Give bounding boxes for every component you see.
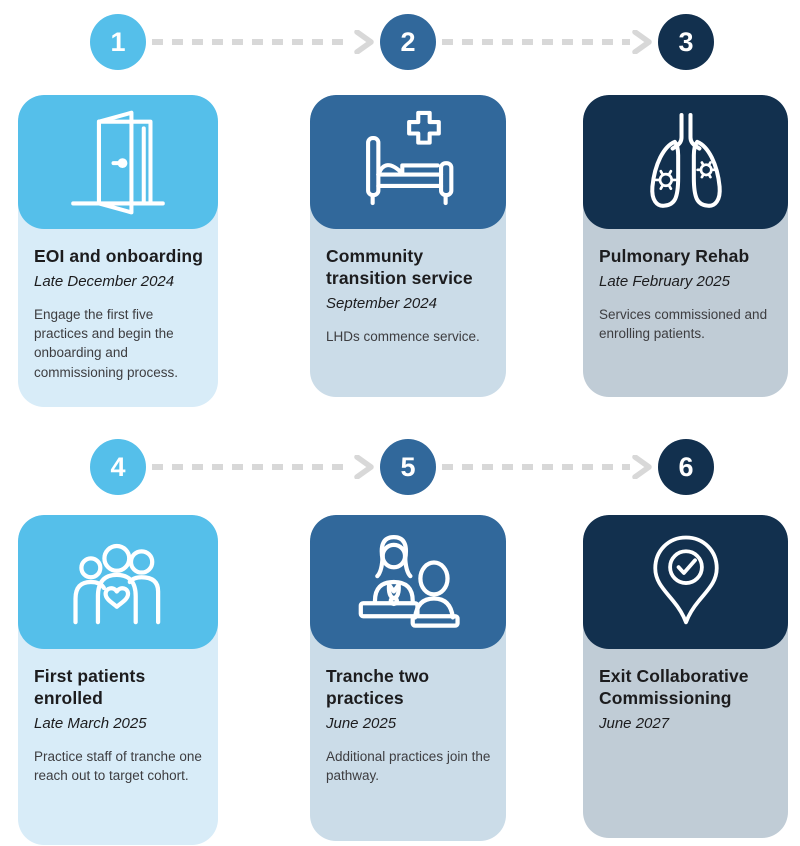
card-step-2: Community transition service September 2… (310, 95, 506, 397)
card-step-4: First patients enrolled Late March 2025 … (18, 515, 218, 845)
location-check-icon (652, 535, 719, 625)
card-header-4 (18, 515, 218, 649)
card-step-1: EOI and onboarding Late December 2024 En… (18, 95, 218, 407)
step-date: June 2025 (326, 715, 397, 733)
step-title: EOI and onboarding (34, 246, 204, 266)
card-step-3: Pulmonary Rehab Late February 2025 Servi… (583, 95, 788, 397)
step-description: Services commissioned and enrolling pati… (599, 307, 768, 342)
step-title: Community transition service (326, 246, 473, 289)
open-door-icon (71, 110, 165, 215)
family-group-icon (73, 543, 161, 625)
card-header-1 (18, 95, 218, 229)
card-header-5 (310, 515, 506, 649)
hospital-bed-icon (366, 110, 454, 206)
step-number-6: 6 (658, 439, 714, 495)
card-header-2 (310, 95, 506, 229)
step-description: LHDs commence service. (326, 329, 480, 345)
step-description: Additional practices join the pathway. (326, 749, 491, 784)
step-number-3: 3 (658, 14, 714, 70)
dashed-arrow-2-3 (442, 30, 652, 54)
card-step-6: Exit Collaborative Commissioning June 20… (583, 515, 788, 838)
step-date: September 2024 (326, 295, 437, 313)
step-date: Late December 2024 (34, 273, 175, 291)
step-title: First patients enrolled (34, 666, 146, 709)
step-description: Practice staff of tranche one reach out … (34, 749, 202, 784)
dashed-arrow-5-6 (442, 455, 652, 479)
step-title: Tranche two practices (326, 666, 430, 709)
step-number-5: 5 (380, 439, 436, 495)
step-date: June 2027 (599, 715, 670, 733)
lungs-virus-icon (649, 112, 722, 208)
step-number-2: 2 (380, 14, 436, 70)
step-description: Engage the first five practices and begi… (34, 307, 179, 380)
card-header-3 (583, 95, 788, 229)
dashed-arrow-4-5 (152, 455, 374, 479)
step-title: Exit Collaborative Commissioning (599, 666, 749, 709)
step-title: Pulmonary Rehab (599, 246, 750, 266)
doctor-patient-icon (358, 535, 460, 628)
step-number-1: 1 (90, 14, 146, 70)
card-step-5: Tranche two practices June 2025 Addition… (310, 515, 506, 841)
step-number-4: 4 (90, 439, 146, 495)
card-header-6 (583, 515, 788, 649)
step-date: Late March 2025 (34, 715, 147, 733)
step-date: Late February 2025 (599, 273, 730, 291)
dashed-arrow-1-2 (152, 30, 374, 54)
